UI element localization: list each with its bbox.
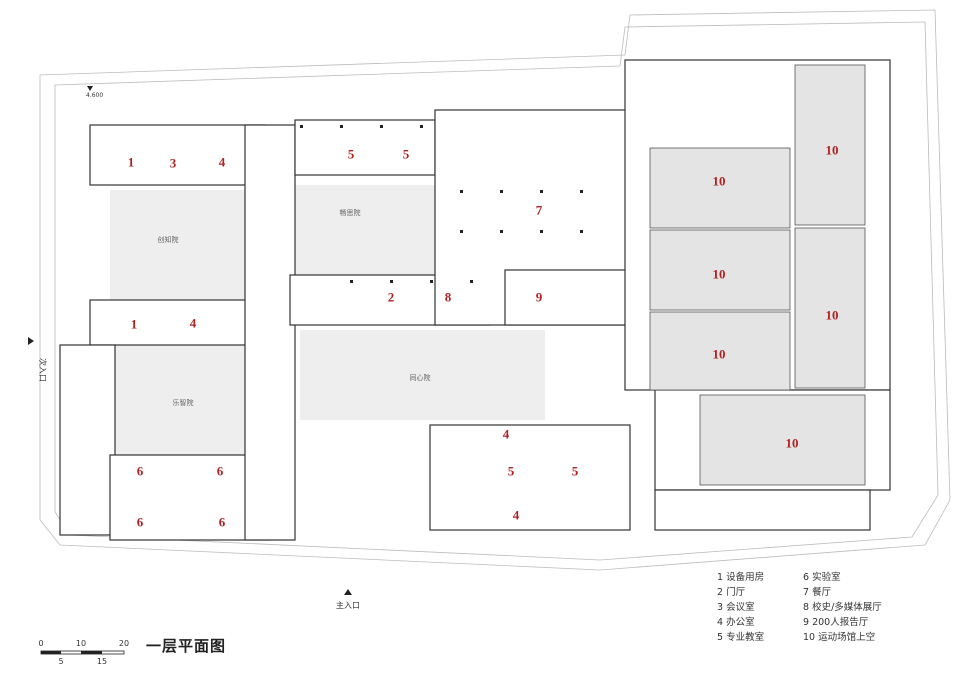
courtyard-label-chuangzhi: 创知院 (158, 235, 179, 244)
scale-tick-20: 20 (119, 639, 129, 648)
scale-tick-15: 15 (97, 657, 107, 666)
legend-item: 10 运动场馆上空 (803, 632, 876, 643)
room-number: 8 (445, 290, 452, 305)
scale-tick-0: 0 (38, 639, 43, 648)
room-number: 4 (503, 427, 510, 442)
scale-tick-10: 10 (76, 639, 86, 648)
main-entrance-label: 主入口 (336, 600, 360, 610)
room-number: 6 (217, 464, 224, 479)
room-number: 3 (170, 156, 177, 171)
room-number: 6 (219, 515, 226, 530)
room-number: 10 (786, 436, 799, 451)
room-number: 5 (403, 147, 410, 162)
room-number: 10 (713, 174, 726, 189)
room-numbers: 1 3 4 5 5 7 10 10 10 10 10 10 2 8 9 1 4 … (128, 143, 839, 530)
west-entrance: 次入口 (28, 337, 48, 382)
room-number: 5 (348, 147, 355, 162)
legend-item: 7 餐厅 (803, 587, 832, 598)
main-entrance: 主入口 (336, 589, 360, 610)
room-number: 1 (131, 317, 138, 332)
legend-item: 1 设备用房 (717, 572, 765, 583)
legend-item: 2 门厅 (717, 587, 746, 598)
room-number: 4 (219, 155, 226, 170)
room-number: 10 (713, 267, 726, 282)
scale-bar: 0 10 20 5 15 (38, 639, 129, 666)
elevation-text: 4.600 (86, 92, 103, 99)
elevation-marker: 4.600 (86, 86, 103, 99)
room-number: 10 (826, 308, 839, 323)
legend-item: 9 200人报告厅 (803, 617, 869, 628)
plan-title: 一层平面图 (146, 637, 227, 655)
room-number: 10 (826, 143, 839, 158)
room-number: 4 (190, 316, 197, 331)
courtyard-label-lezhi: 乐智院 (173, 398, 194, 407)
room-number: 4 (513, 508, 520, 523)
room-number: 1 (128, 155, 135, 170)
room-number: 5 (508, 464, 515, 479)
room-number: 2 (388, 290, 395, 305)
legend-item: 6 实验室 (803, 572, 841, 583)
west-entrance-label: 次入口 (38, 358, 48, 382)
legend-item: 4 办公室 (717, 617, 755, 628)
room-number: 5 (572, 464, 579, 479)
structural-columns (300, 125, 583, 283)
sports-hall-voids (649, 64, 866, 486)
scale-tick-5: 5 (58, 657, 63, 666)
legend-item: 8 校史/多媒体展厅 (803, 602, 882, 613)
legend-item: 5 专业教室 (717, 632, 765, 643)
courtyard-label-changsi: 畅思院 (340, 208, 361, 217)
room-number: 7 (536, 203, 543, 218)
courtyard-fills (110, 185, 545, 455)
room-number: 6 (137, 515, 144, 530)
room-legend: 1 设备用房 6 实验室 2 门厅 7 餐厅 3 会议室 8 校史/多媒体展厅 … (717, 571, 937, 645)
legend-item: 3 会议室 (717, 602, 755, 613)
room-number: 10 (713, 347, 726, 362)
room-number: 6 (137, 464, 144, 479)
room-number: 9 (536, 290, 543, 305)
courtyard-label-tongxin: 同心院 (410, 373, 431, 382)
